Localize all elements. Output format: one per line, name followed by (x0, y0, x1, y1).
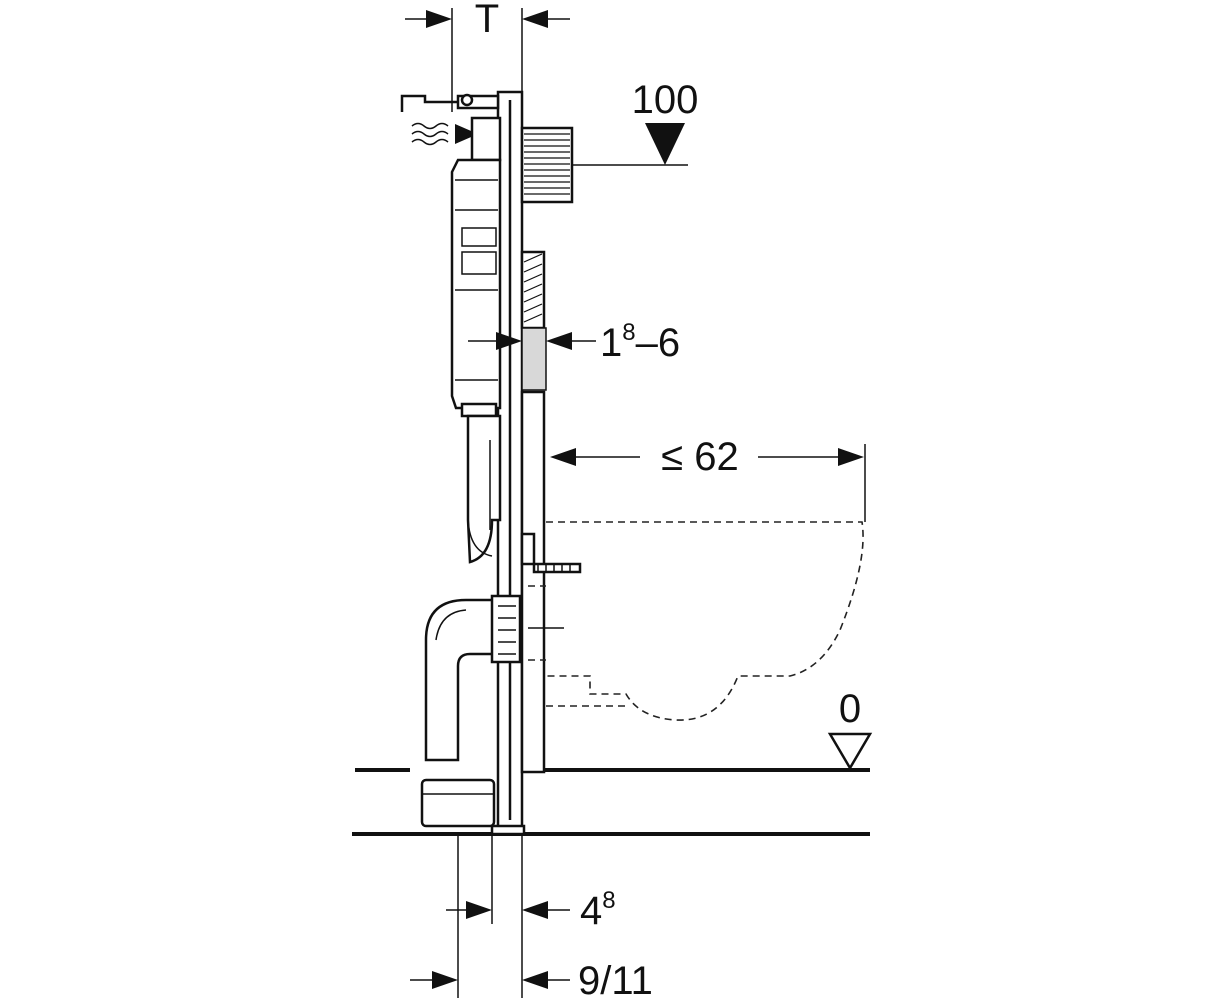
dimension-wall-range (468, 332, 596, 350)
mounting-bolt (520, 532, 582, 574)
drain-pipe (424, 594, 564, 762)
label-offset: 48 (580, 887, 616, 933)
label-height-100: 100 (632, 78, 699, 122)
label-thickness: T (475, 0, 499, 41)
flush-pipe (466, 414, 502, 564)
label-floor-0: 0 (839, 687, 861, 731)
floor-lines (352, 768, 870, 836)
label-wall-range: 18–6 (600, 319, 680, 365)
cistern (450, 116, 502, 418)
dimension-depth (410, 971, 570, 989)
water-inlet (400, 93, 500, 146)
wall-cladding (520, 250, 547, 391)
bottom-extension-lines (457, 836, 523, 998)
dimension-t (405, 8, 570, 112)
floor-drain-socket (420, 778, 496, 828)
flush-plate (520, 126, 688, 204)
height-marker-100 (645, 123, 685, 165)
dimension-projection (550, 444, 866, 522)
label-projection: ≤ 62 (661, 435, 739, 479)
label-depth: 9/11 (578, 959, 653, 1000)
floor-marker-0 (827, 732, 873, 771)
frame-uprights (490, 90, 546, 836)
dimension-offset (446, 901, 570, 919)
toilet-bowl-outline (528, 521, 864, 721)
